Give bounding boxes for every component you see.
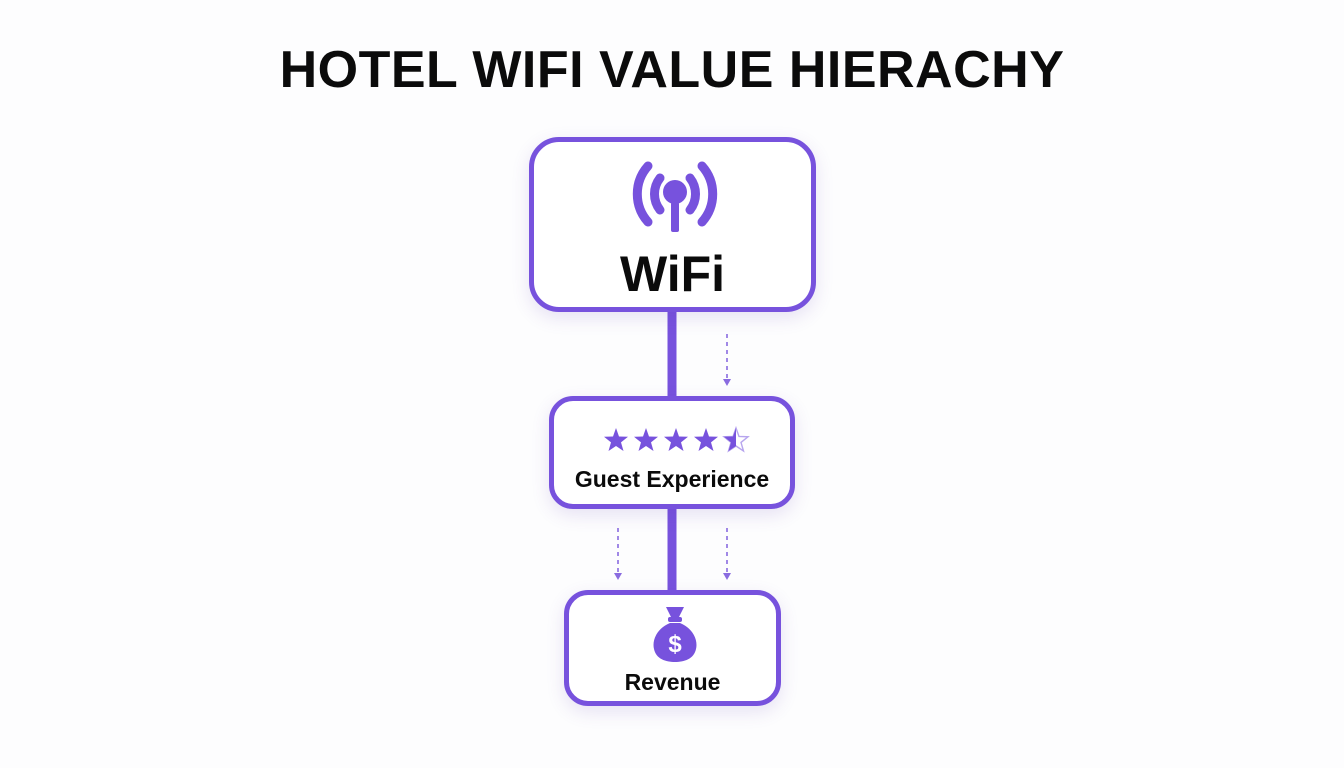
star-half <box>723 427 749 452</box>
flow-arrow-1 <box>723 334 731 386</box>
star-1 <box>604 428 628 451</box>
wifi-label: WiFi <box>619 246 726 302</box>
star-4 <box>694 428 718 451</box>
wifi-broadcast-icon <box>632 161 718 232</box>
guest-experience-label: Guest Experience <box>574 466 770 492</box>
guest-experience-node: Guest Experience <box>549 396 795 509</box>
star-rating-icon <box>604 427 749 452</box>
star-2 <box>634 428 658 451</box>
wifi-node: WiFi <box>529 137 816 312</box>
flow-arrow-2 <box>614 528 622 580</box>
revenue-label: Revenue <box>624 669 721 695</box>
diagram-title: HOTEL WIFI VALUE HIERACHY <box>279 41 1065 99</box>
money-bag-icon: $ <box>653 607 697 662</box>
flow-arrow-3 <box>723 528 731 580</box>
revenue-node: $ Revenue <box>564 590 781 706</box>
star-3 <box>664 428 688 451</box>
dollar-symbol: $ <box>668 631 682 658</box>
